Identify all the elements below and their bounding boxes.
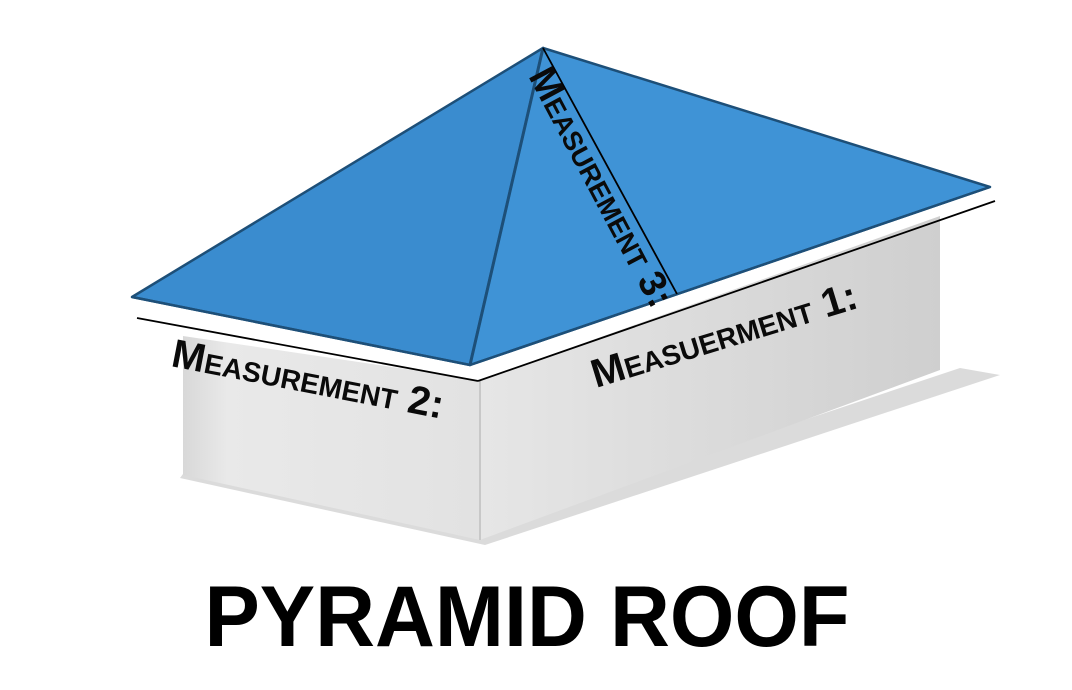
roof-hip-line [468,47,545,366]
measurement-3-line [542,47,678,295]
right-wall [480,216,940,540]
diagram-title: PYRAMID ROOF [205,569,850,665]
left-wall [183,336,480,540]
measurement-2-line [136,317,479,382]
ground-shadow [180,368,1000,545]
measurement-1-line [477,200,996,382]
